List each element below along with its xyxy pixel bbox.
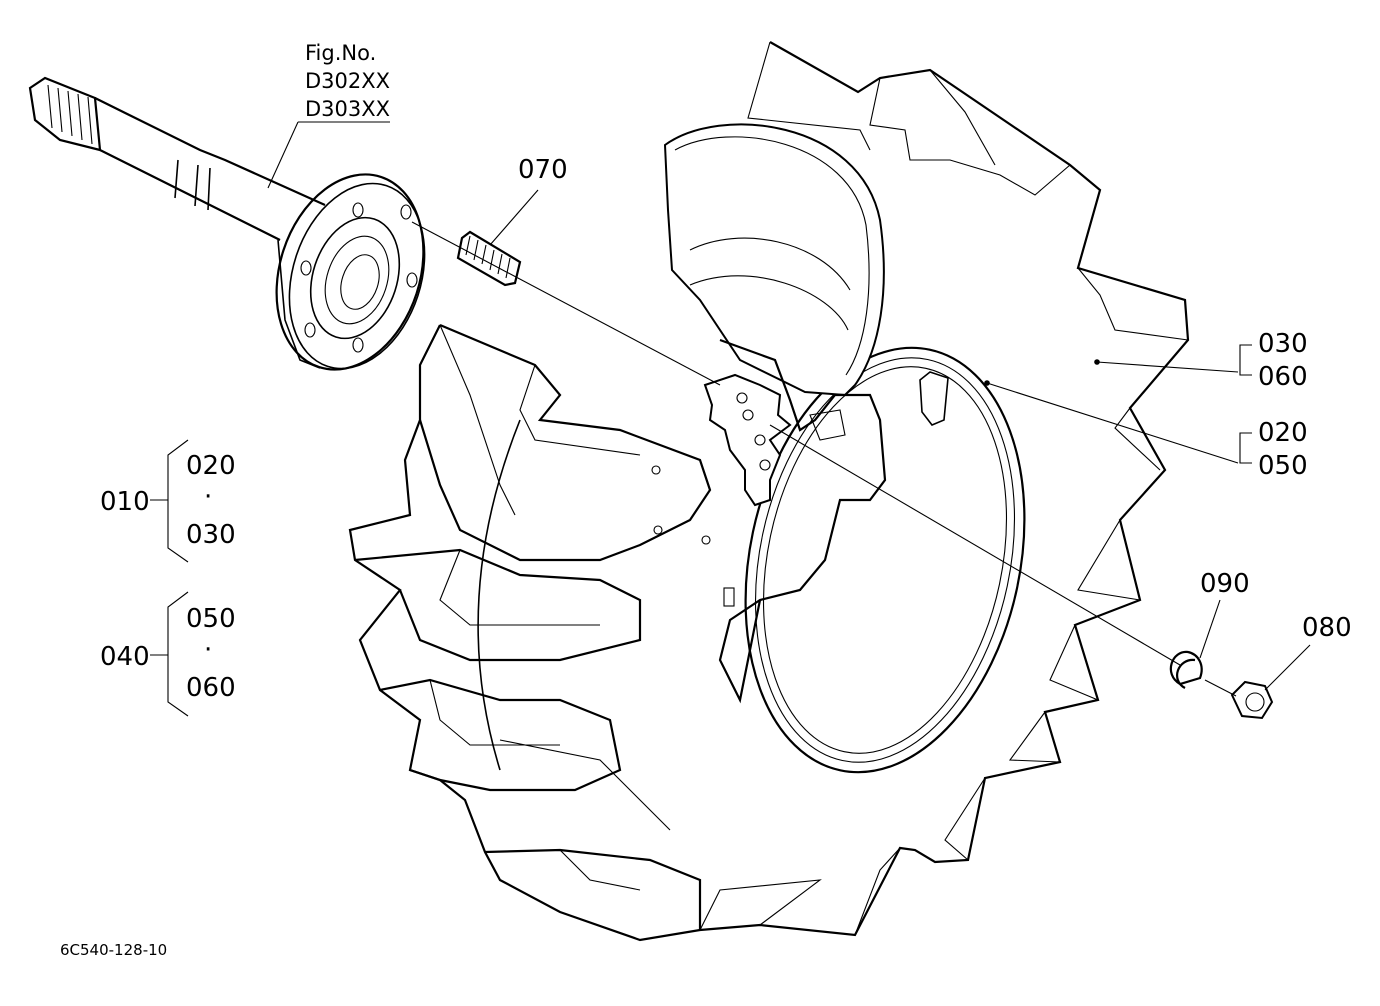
axle-drawing xyxy=(28,76,426,371)
tire-drawing xyxy=(348,41,1190,942)
assembly-040-separator: · xyxy=(204,635,212,665)
wheel-rim-drawing xyxy=(651,123,1026,774)
hardware-drawing xyxy=(456,230,1274,720)
assembly-040-part-1: 050 xyxy=(186,604,236,634)
leader-lines xyxy=(267,121,1311,697)
callout-030: 030 xyxy=(1258,329,1308,359)
fig-number-1: D302XX xyxy=(305,69,390,93)
assembly-010-id: 010 xyxy=(100,487,150,517)
callout-090: 090 xyxy=(1200,569,1250,599)
fig-number-2: D303XX xyxy=(305,97,390,121)
assembly-040-part-2: 060 xyxy=(186,673,236,703)
callout-050: 050 xyxy=(1258,451,1308,481)
callout-020: 020 xyxy=(1258,418,1308,448)
callout-080: 080 xyxy=(1302,613,1352,643)
assembly-010-part-2: 030 xyxy=(186,520,236,550)
assembly-010-separator: · xyxy=(204,482,212,512)
fig-no-label: Fig.No. xyxy=(305,41,376,65)
drawing-reference: 6C540-128-10 xyxy=(60,941,167,959)
callout-070: 070 xyxy=(518,155,568,185)
callout-brackets xyxy=(150,344,1252,717)
callout-060: 060 xyxy=(1258,362,1308,392)
assembly-040-id: 040 xyxy=(100,642,150,672)
assembly-010-part-1: 020 xyxy=(186,451,236,481)
